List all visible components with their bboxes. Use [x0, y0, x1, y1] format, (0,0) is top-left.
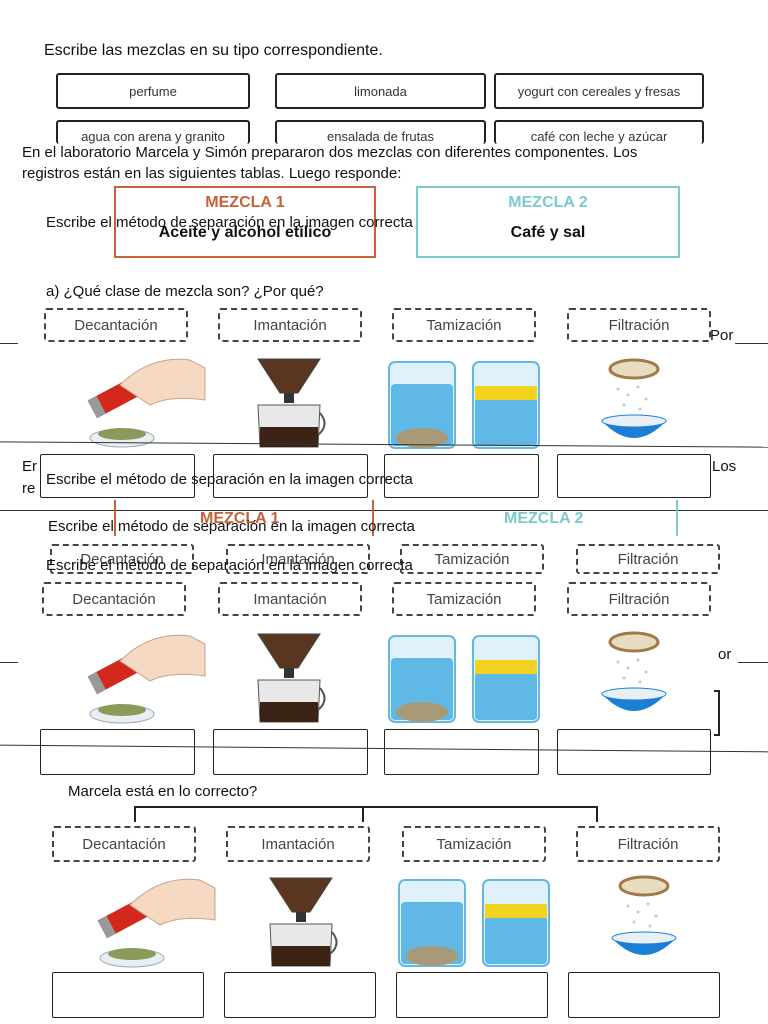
fragment-or: or: [718, 646, 732, 663]
rule-right-1: [735, 343, 768, 344]
answer-box-3c[interactable]: [396, 972, 548, 1018]
fragment-los: Los: [712, 458, 737, 475]
mixture-yogurt: yogurt con cereales y fresas: [494, 73, 704, 109]
mezcla1-content: Aceite y alcohol etílico: [158, 224, 332, 241]
label-imantacion-3: Imantación: [226, 826, 370, 862]
answer-box-2c[interactable]: [384, 729, 539, 775]
method-instruction-4: Escribe el método de separación en la im…: [46, 557, 413, 574]
magnet-iron-illustration-3: [97, 878, 216, 968]
mixture-ensalada: ensalada de frutas: [275, 120, 486, 144]
label-tamizacion-2: Tamización: [392, 582, 536, 616]
label-imantacion-1: Imantación: [218, 308, 362, 342]
answer-box-3b[interactable]: [224, 972, 376, 1018]
question-marcela: Marcela está en lo correcto?: [68, 783, 258, 800]
coffee-filter-illustration-3: [269, 877, 338, 967]
rule-cross-2: [0, 510, 768, 511]
mezcla2-content: Café y sal: [510, 224, 586, 241]
label-filtracion-ghost: Filtración: [576, 544, 720, 574]
mezcla1-card: MEZCLA 1 Aceite y alcohol etílico: [114, 186, 376, 258]
label-decantacion-3: Decantación: [52, 826, 196, 862]
lab-intro-line2: registros están en las siguientes tablas…: [22, 165, 402, 182]
lab-intro-line1: En el laboratorio Marcela y Simón prepar…: [22, 144, 638, 161]
answer-box-2b[interactable]: [213, 729, 368, 775]
sieve-bowl-illustration-1: [601, 358, 667, 438]
label-filtracion-1: Filtración: [567, 308, 711, 342]
method-instruction-3: Escribe el método de separación en la im…: [48, 518, 415, 535]
coffee-filter-illustration-1: [257, 358, 326, 448]
answer-box-3d[interactable]: [568, 972, 720, 1018]
mixture-limonada: limonada: [275, 73, 486, 109]
instruction-types: Escribe las mezclas en su tipo correspon…: [44, 42, 383, 59]
table-bracket: [134, 806, 598, 822]
method-instruction-1: Escribe el método de separación en la im…: [46, 214, 413, 231]
mixture-agua: agua con arena y granito: [56, 120, 250, 144]
mezcla1-ghost-heading: MEZCLA 1: [200, 510, 280, 527]
rule-right-2: [738, 662, 768, 663]
mixture-cafe: café con leche y azúcar: [494, 120, 704, 144]
answer-box-2a[interactable]: [40, 729, 195, 775]
table-bracket-divider: [362, 806, 364, 822]
beakers-illustration-1: [388, 361, 540, 449]
label-imantacion-2: Imantación: [218, 582, 362, 616]
bracket-right: [714, 690, 720, 736]
label-tamizacion-ghost: Tamización: [400, 544, 544, 574]
fragment-por: Por: [710, 327, 734, 344]
label-imantacion-ghost: Imantación: [226, 544, 370, 574]
label-tamizacion-1: Tamización: [392, 308, 536, 342]
answer-box-1c[interactable]: [384, 454, 539, 498]
magnet-iron-illustration-1: [87, 358, 206, 448]
answer-box-1b[interactable]: [213, 454, 368, 498]
answer-box-3a[interactable]: [52, 972, 204, 1018]
mezcla1-heading: MEZCLA 1: [205, 194, 285, 211]
mezcla2-ghost-heading: MEZCLA 2: [504, 510, 584, 527]
label-decantacion-1: Decantación: [44, 308, 188, 342]
question-a: a) ¿Qué clase de mezcla son? ¿Por qué?: [46, 283, 324, 300]
mixture-perfume: perfume: [56, 73, 250, 109]
label-tamizacion-3: Tamización: [402, 826, 546, 862]
mezcla2-ghost-border: [676, 500, 678, 536]
label-filtracion-3: Filtración: [576, 826, 720, 862]
label-decantacion-ghost: Decantación: [50, 544, 194, 574]
rule-left-1: [0, 343, 18, 344]
label-decantacion-2: Decantación: [42, 582, 186, 616]
beakers-illustration-2: [388, 635, 540, 723]
sieve-bowl-illustration-3: [611, 875, 677, 955]
label-filtracion-2: Filtración: [567, 582, 711, 616]
answer-box-2d[interactable]: [557, 729, 711, 775]
sieve-bowl-illustration-2: [601, 631, 667, 711]
answer-box-1d[interactable]: [557, 454, 711, 498]
coffee-filter-illustration-2: [257, 633, 326, 723]
mezcla2-card: MEZCLA 2 Café y sal: [416, 186, 680, 258]
method-instruction-2: Escribe el método de separación en la im…: [46, 471, 413, 488]
fragment-re: re: [22, 480, 36, 497]
beakers-illustration-3: [398, 879, 550, 967]
mezcla1-ghost-border: [114, 500, 116, 536]
answer-box-1a[interactable]: [40, 454, 195, 498]
rule-left-2: [0, 662, 18, 663]
magnet-iron-illustration-2: [87, 634, 206, 724]
mezcla2-heading: MEZCLA 2: [508, 194, 588, 211]
fragment-er: Er: [22, 458, 37, 475]
mezcla1-ghost-border-right: [372, 500, 374, 536]
